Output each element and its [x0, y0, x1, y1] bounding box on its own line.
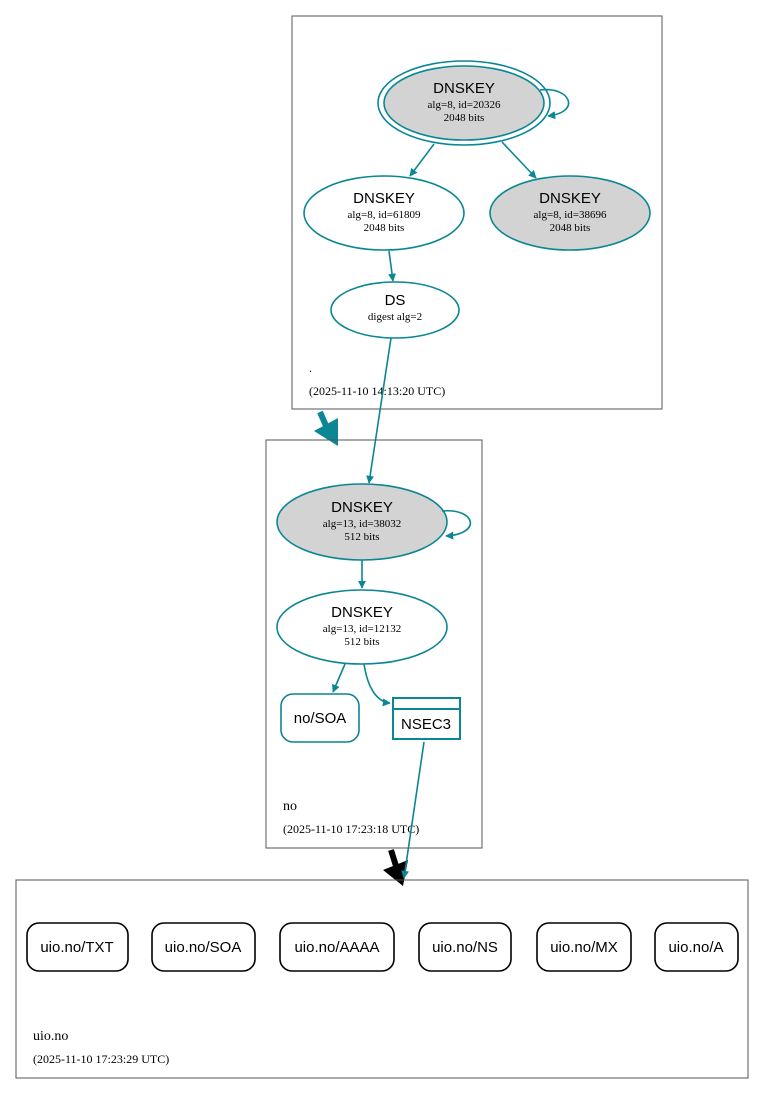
root-ksk-type: DNSKEY	[433, 80, 495, 97]
no-soa-node[interactable]: no/SOA	[280, 693, 360, 743]
root-ksk-self-edge	[539, 88, 570, 120]
uio-record-soa[interactable]: uio.no/SOA	[151, 922, 256, 972]
zone-root	[291, 15, 663, 410]
zone-uio-timestamp: (2025-11-10 17:23:29 UTC)	[33, 1052, 169, 1066]
no-ksk-self-edge	[441, 510, 472, 540]
root-ds-node[interactable]: DS digest alg=2	[330, 281, 460, 339]
no-ksk-bits: 512 bits	[344, 531, 379, 543]
zone-uio-name: uio.no	[33, 1029, 68, 1044]
uio-record-mx-label: uio.no/MX	[550, 939, 618, 956]
edge-no-zsk-to-soa	[332, 663, 346, 693]
edge-nsec3-to-uio	[401, 741, 425, 879]
root-key3-detail: alg=8, id=38696	[534, 209, 607, 221]
zone-uio	[15, 879, 749, 1079]
uio-record-txt-label: uio.no/TXT	[40, 939, 113, 956]
no-nsec3-node[interactable]: NSEC3	[392, 697, 461, 740]
no-nsec3-label: NSEC3	[401, 716, 451, 733]
delegation-no-to-uio	[383, 849, 408, 886]
no-zsk-bits: 512 bits	[344, 636, 379, 648]
uio-record-a[interactable]: uio.no/A	[654, 922, 739, 972]
no-ksk-detail: alg=13, id=38032	[323, 518, 401, 530]
no-zsk-detail: alg=13, id=12132	[323, 623, 401, 635]
edge-root-ds-to-no-ksk	[366, 337, 392, 484]
zone-root-timestamp: (2025-11-10 14:13:20 UTC)	[309, 384, 445, 398]
zone-root-name: .	[309, 361, 312, 375]
edge-no-zsk-to-nsec3	[363, 663, 391, 707]
root-key3-bits: 2048 bits	[550, 222, 591, 234]
uio-record-mx[interactable]: uio.no/MX	[536, 922, 632, 972]
zone-no	[265, 439, 483, 849]
uio-record-txt[interactable]: uio.no/TXT	[26, 922, 129, 972]
zone-no-timestamp: (2025-11-10 17:23:18 UTC)	[283, 822, 419, 836]
root-zsk-bits: 2048 bits	[364, 222, 405, 234]
edge-root-zsk-to-ds	[388, 250, 397, 282]
root-zsk-detail: alg=8, id=61809	[348, 209, 421, 221]
root-ksk-node[interactable]: DNSKEY alg=8, id=20326 2048 bits	[377, 60, 551, 146]
zone-no-name: no	[283, 799, 297, 814]
uio-record-aaaa-label: uio.no/AAAA	[294, 939, 379, 956]
root-ksk-bits: 2048 bits	[444, 112, 485, 124]
no-zsk-type: DNSKEY	[331, 604, 393, 621]
root-zsk-node[interactable]: DNSKEY alg=8, id=61809 2048 bits	[303, 175, 465, 251]
root-ksk-detail: alg=8, id=20326	[428, 99, 501, 111]
delegation-root-to-no	[314, 410, 338, 446]
root-zsk-type: DNSKEY	[353, 190, 415, 207]
uio-record-ns[interactable]: uio.no/NS	[418, 922, 512, 972]
root-ds-type: DS	[385, 292, 406, 309]
no-ksk-node[interactable]: DNSKEY alg=13, id=38032 512 bits	[276, 483, 448, 561]
no-soa-label: no/SOA	[294, 710, 347, 727]
edge-root-ksk-to-key3	[501, 141, 537, 179]
uio-record-soa-label: uio.no/SOA	[165, 939, 242, 956]
root-key3-node[interactable]: DNSKEY alg=8, id=38696 2048 bits	[489, 175, 651, 251]
uio-record-ns-label: uio.no/NS	[432, 939, 498, 956]
no-zsk-node[interactable]: DNSKEY alg=13, id=12132 512 bits	[276, 589, 448, 665]
root-key3-type: DNSKEY	[539, 190, 601, 207]
uio-record-aaaa[interactable]: uio.no/AAAA	[279, 922, 395, 972]
edge-root-ksk-to-zsk	[409, 143, 435, 177]
root-ds-detail: digest alg=2	[368, 311, 422, 323]
no-ksk-type: DNSKEY	[331, 499, 393, 516]
uio-record-a-label: uio.no/A	[668, 939, 723, 956]
